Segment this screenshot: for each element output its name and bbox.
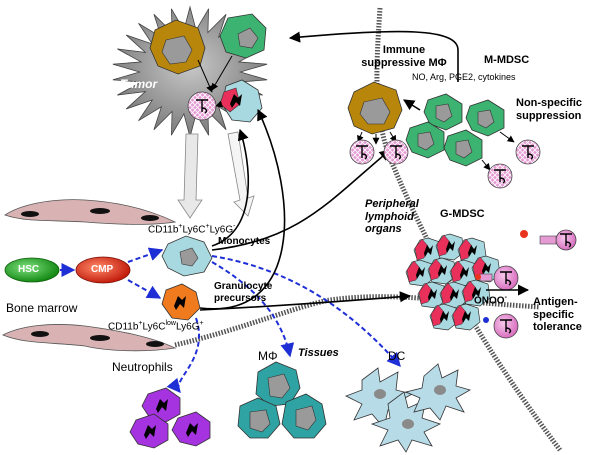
tumor-m-mdsc [219,13,267,59]
g-mdsc-cell [451,303,481,331]
antigen-specific-tolerance-label: Antigen-specific tolerance [533,296,582,334]
g-mdsc-cell [429,303,459,331]
g-mdsc-cluster [405,233,501,331]
vessel-top [4,199,177,225]
g-mdsc-cell [417,281,447,309]
tumor-g-mdsc [219,79,263,123]
bone-marrow-label: Bone marrow [6,301,78,315]
tissues-label: Tissues [298,347,339,359]
cmp-label: CMP [91,264,114,275]
hsc-cell [4,257,60,283]
onoo-label: ONOO- [474,294,507,307]
g-mdsc-cell [405,259,435,287]
neutrophils-label: Neutrophils [112,360,173,374]
vessel-bottom [2,324,177,352]
suppressed-t-cells-right [487,139,541,189]
suppressive-macrophage [347,81,403,135]
macrophage-label: MΦ [258,349,278,363]
g-mdsc-cell [461,279,491,307]
tumor-t-cell [187,91,217,121]
boundary-lymphoid [374,7,563,452]
cmp-cell [75,256,131,284]
tumor-label: Tumor [120,77,158,91]
neutrophil-cells [129,387,211,449]
antigen-specific-t-cells [475,229,577,339]
granulocyte-marker-label: CD11b+Ly6ClowLy6G+ [108,320,204,333]
g-mdsc-cell [439,281,469,309]
suppressive-mediators-label: NO, Arg, PGE2, cytokines [412,72,516,82]
tissue-macrophages [237,361,327,439]
m-mdsc-cells [405,93,505,167]
monocyte-marker-label: CD11b+Ly6C+Ly6G- [148,223,236,236]
g-mdsc-cell [435,233,465,261]
g-mdsc-cell [427,257,457,285]
g-mdsc-label: G-MDSC [440,208,485,220]
suppressed-t-cells-left [349,139,409,165]
dendritic-cells [345,363,472,453]
monocyte-cell [161,235,213,277]
peripheral-lymphoid-organs-label: Peripheral lymphoid organs [365,198,419,236]
tumor-macrophage [149,19,206,75]
m-mdsc-label: M-MDSC [484,54,530,66]
g-mdsc-cell [449,259,479,287]
non-specific-suppression-label: Non-specific suppression [516,97,583,122]
hsc-label: HSC [18,264,40,275]
immune-suppressive-macrophage-label: Immune suppressive MΦ [361,44,447,69]
granulocyte-precursors-label: Granulocyte precursors [214,281,273,304]
dc-label: DC [388,349,406,363]
granulocyte-cell [161,283,201,321]
g-mdsc-cell [413,237,443,265]
monocytes-label: Monocytes [218,236,271,247]
